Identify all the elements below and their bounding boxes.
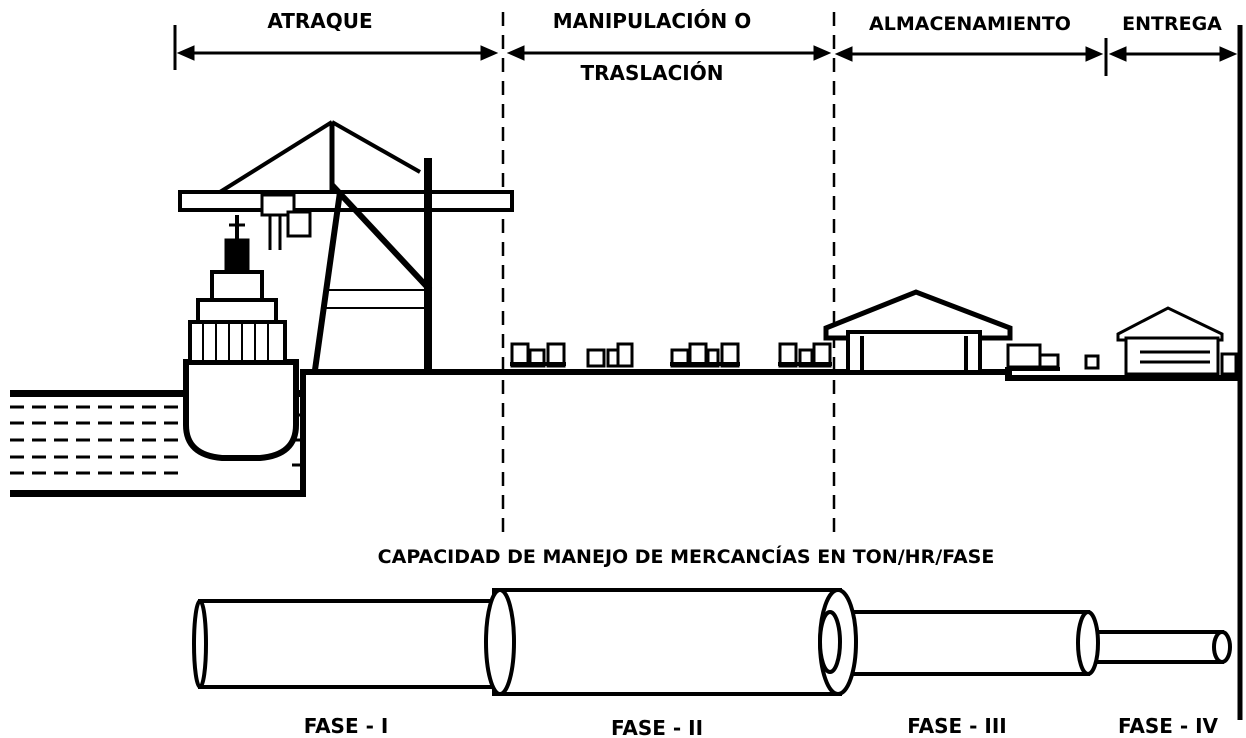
- phase-label-traslacion: TRASLACIÓN: [580, 61, 723, 85]
- yard-vehicles: [510, 342, 832, 368]
- fase-label-1: FASE - I: [304, 714, 389, 738]
- fase-label-3: FASE - III: [907, 714, 1006, 738]
- capacity-pipes: [192, 588, 1232, 696]
- water-area: [10, 390, 302, 497]
- delivery-building-icon: [1116, 306, 1238, 376]
- fase-label-2: FASE - II: [611, 716, 703, 738]
- ground-line: [300, 369, 1241, 497]
- phase-separators: [501, 12, 836, 532]
- ship-icon: [183, 215, 299, 461]
- phase-label-entrega: ENTREGA: [1122, 13, 1222, 35]
- fase-label-4: FASE - IV: [1118, 714, 1219, 738]
- capacity-title: CAPACIDAD DE MANEJO DE MERCANCÍAS EN TON…: [378, 545, 995, 568]
- phase-dimension-arrows: [173, 25, 1243, 720]
- truck-icon: [1005, 343, 1100, 371]
- warehouse-icon: [823, 289, 1013, 374]
- gantry-crane-icon: [178, 120, 514, 371]
- phase-label-almacenamiento: ALMACENAMIENTO: [869, 13, 1071, 35]
- phase-label-manipulacion: MANIPULACIÓN O: [553, 9, 752, 33]
- phase-label-atraque: ATRAQUE: [267, 9, 372, 33]
